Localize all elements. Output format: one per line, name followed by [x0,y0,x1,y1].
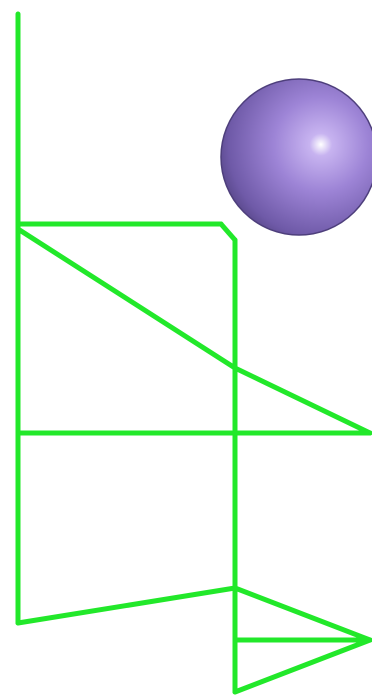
bond-line [232,637,372,695]
bond-line [15,226,238,371]
bond-line [232,585,372,643]
bond-line [15,585,238,626]
bond-line [232,365,372,436]
bond-line [218,221,238,243]
atom-sphere [220,78,372,236]
bond-wireframe [15,11,372,695]
